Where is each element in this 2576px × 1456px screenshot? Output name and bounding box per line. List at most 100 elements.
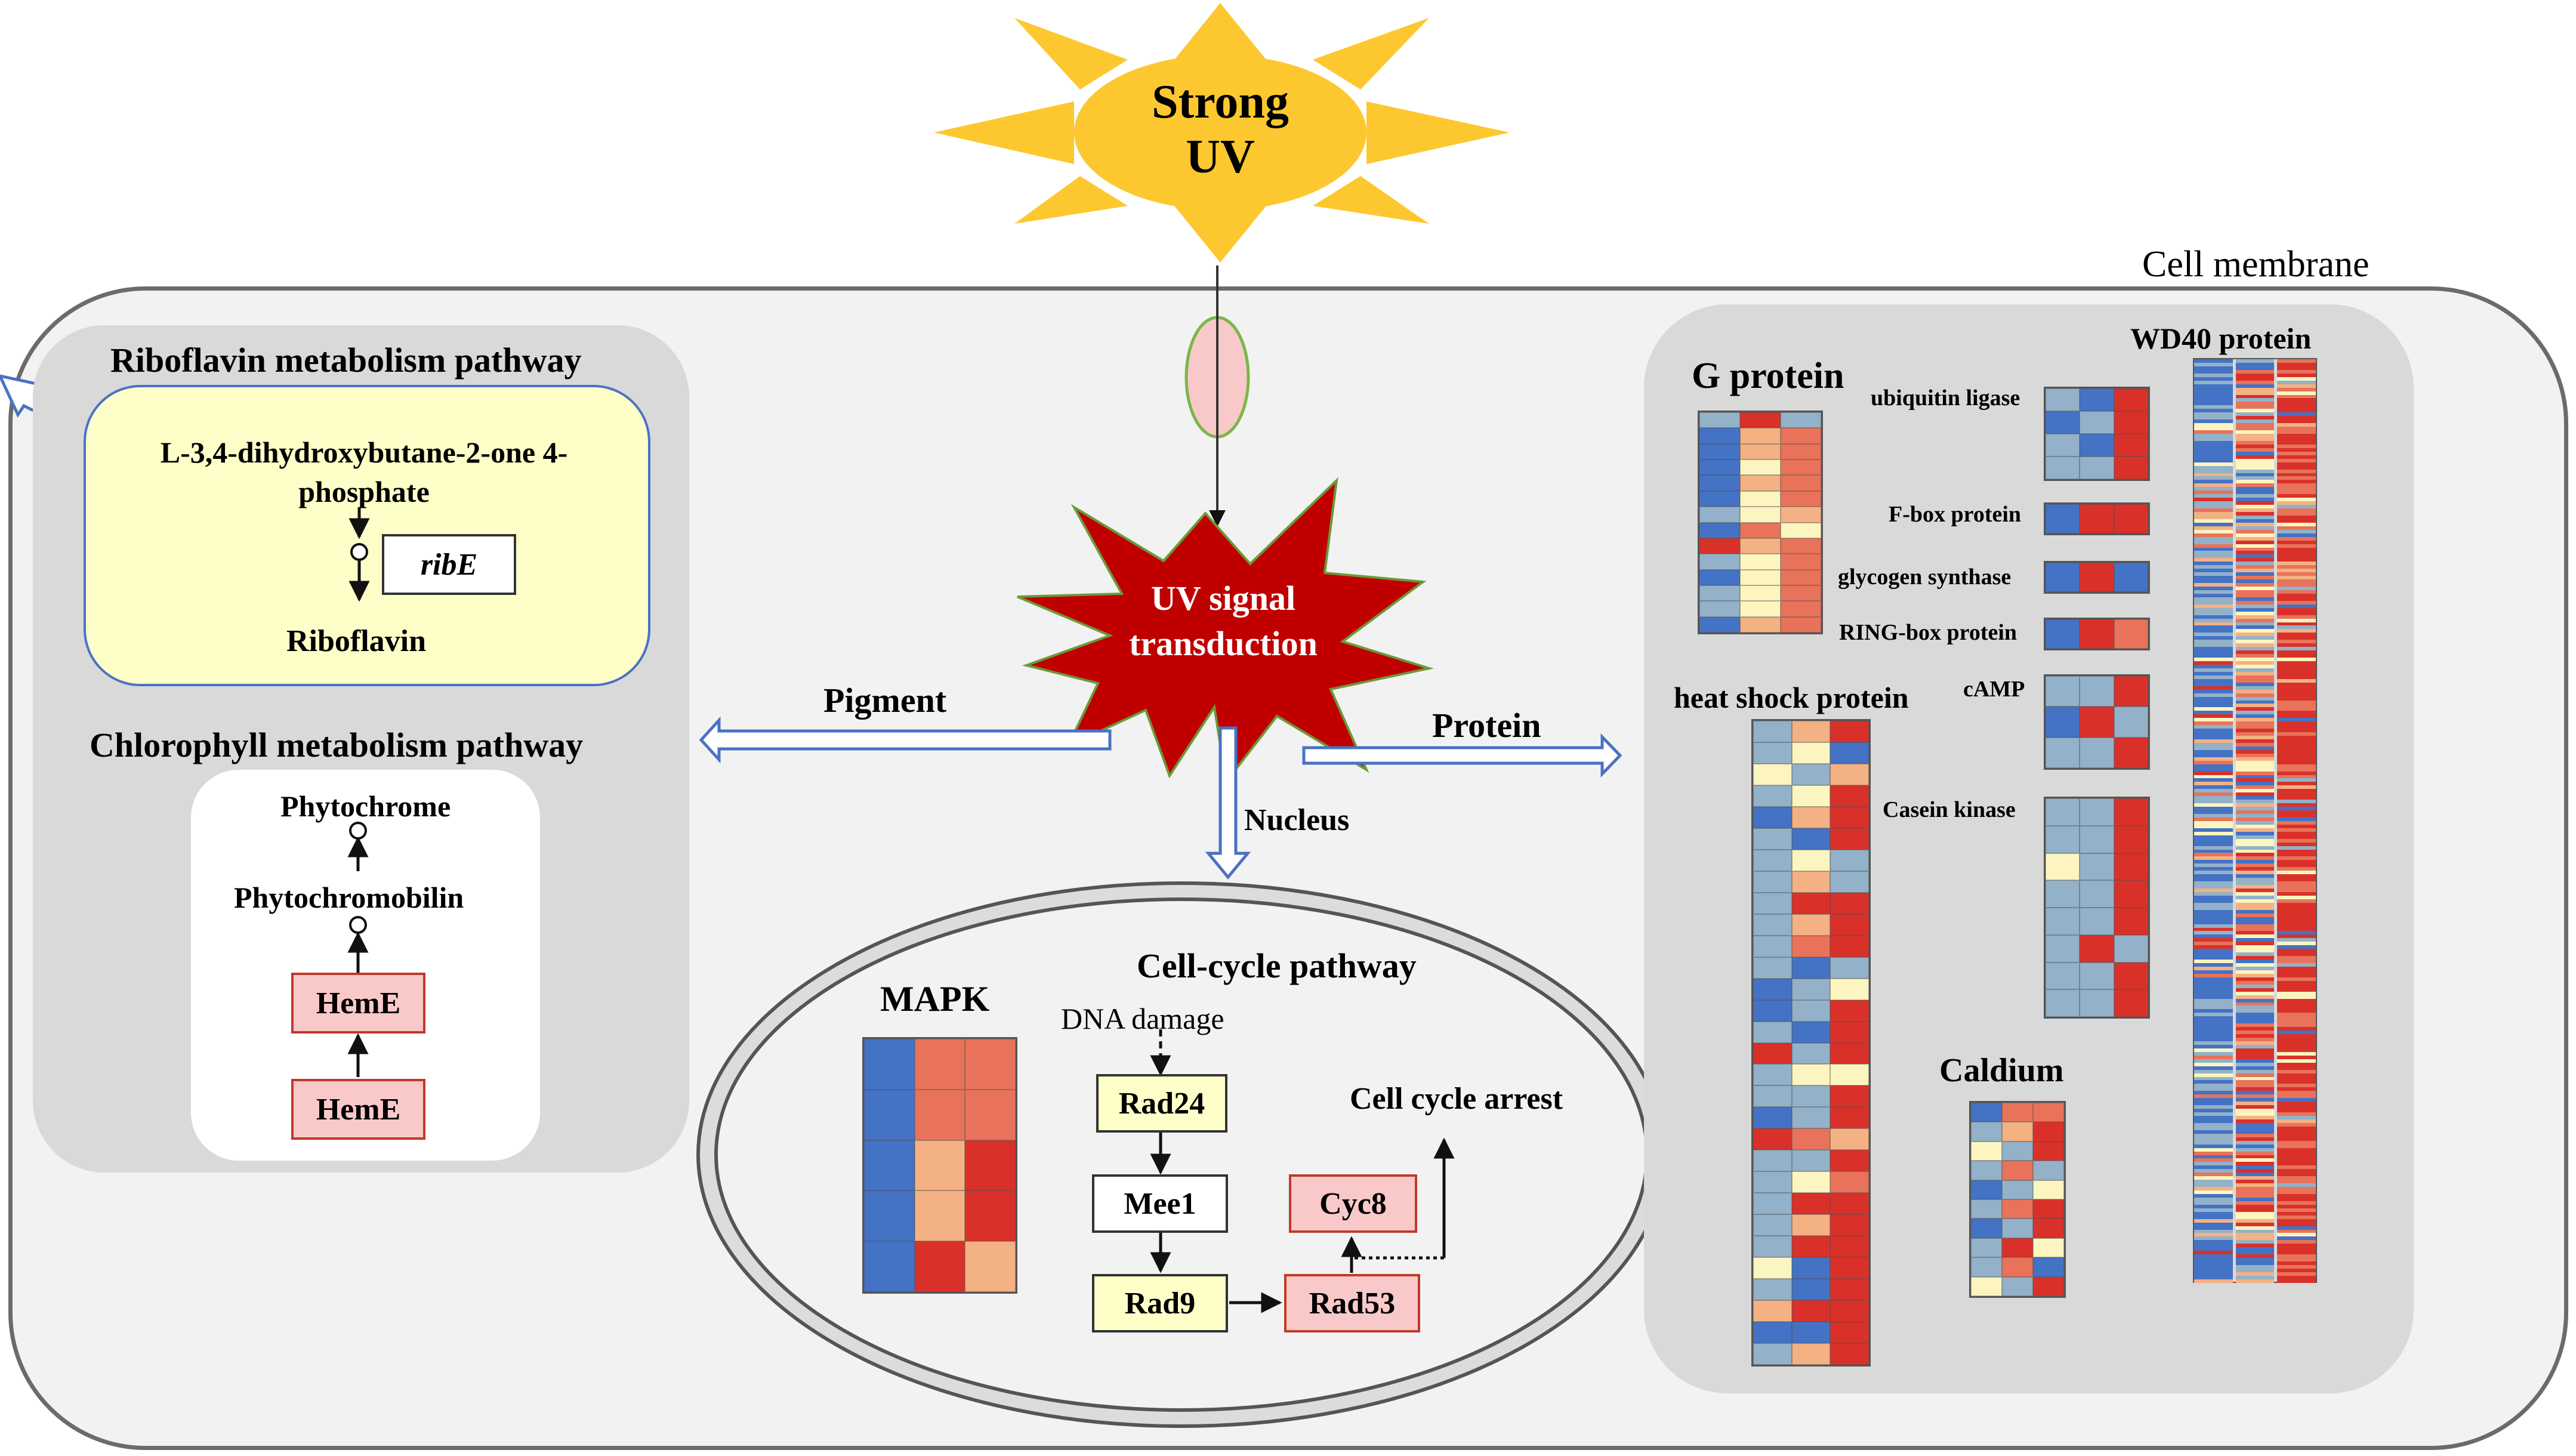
- heatmap-cell: [2277, 810, 2316, 814]
- heatmap-cell: [2235, 963, 2275, 967]
- heatmap-cell: [2194, 1251, 2233, 1255]
- heatmap-cell: [2080, 504, 2114, 533]
- heatmap-cell: [2235, 782, 2275, 786]
- heatmap-cell: [2194, 522, 2233, 526]
- heatmap-cell: [2235, 569, 2275, 573]
- heatmap-cell: [2194, 1059, 2233, 1063]
- heatmap-cell: [1791, 978, 1831, 1000]
- heatmap-cell: [2235, 533, 2275, 537]
- heatmap-cell: [2194, 927, 2233, 931]
- heatmap-cell: [2235, 597, 2275, 601]
- heatmap-cell: [2194, 1112, 2233, 1116]
- cellcycle-title: Cell-cycle pathway: [1137, 946, 1417, 985]
- heatmap-cell: [2277, 526, 2316, 530]
- heatmap-cell: [2277, 1016, 2316, 1020]
- heatmap-cell: [2235, 945, 2275, 949]
- heatmap-cell: [2277, 1211, 2316, 1216]
- heatmap-cell: [2235, 998, 2275, 1002]
- heatmap-cell: [2235, 633, 2275, 637]
- signal-star-shape: [1017, 477, 1434, 785]
- heatmap-cell: [2194, 569, 2233, 573]
- heatmap-cell: [2235, 1240, 2275, 1244]
- heatmap-cell: [1699, 601, 1740, 617]
- heatmap-cell: [2235, 917, 2275, 921]
- heatmap-cell: [2235, 1279, 2275, 1283]
- heatmap-cell: [1781, 428, 1821, 444]
- heatmap-cell: [2235, 593, 2275, 597]
- heatmap-cell: [2235, 562, 2275, 566]
- heatmap-cell: [2235, 526, 2275, 530]
- heatmap-cell: [2277, 838, 2316, 843]
- heatmap-cell: [2235, 487, 2275, 491]
- heatmap-cell: [2194, 1180, 2233, 1184]
- heatmap-cell: [2046, 456, 2080, 479]
- heatmap-cell: [2277, 419, 2316, 424]
- heatmap-cell: [2277, 1151, 2316, 1155]
- heatmap-cell: [2194, 416, 2233, 420]
- heatmap-cell: [2235, 1144, 2275, 1148]
- heatmap-cell: [2235, 746, 2275, 750]
- heatmap-cell: [2235, 1062, 2275, 1066]
- heatmap-cell: [2033, 1238, 2064, 1258]
- heatmap-cell: [1791, 935, 1831, 957]
- heatmap-cell: [2194, 1137, 2233, 1141]
- heatmap-cell: [2277, 483, 2316, 488]
- heatmap-cell: [2235, 491, 2275, 495]
- heatmap-cell: [2277, 902, 2316, 906]
- heatmap-cell: [2194, 618, 2233, 622]
- heatmap-cell: [2194, 853, 2233, 857]
- heatmap-cell: [2277, 1048, 2316, 1052]
- heatmap-cell: [1753, 978, 1792, 1000]
- heatmap-cell: [2235, 551, 2275, 555]
- heatmap-cell: [2002, 1141, 2033, 1161]
- heatmap-cell: [2194, 387, 2233, 391]
- heatmap-cell: [2235, 895, 2275, 899]
- heatmap-cell: [2194, 775, 2233, 779]
- heatmap-cell: [2194, 1176, 2233, 1180]
- heatmap-cell: [2046, 934, 2080, 963]
- heatmap-cell: [2235, 448, 2275, 452]
- heatmap-cell: [2235, 1105, 2275, 1109]
- heat-shock-label: heat shock protein: [1674, 681, 1909, 714]
- heatmap-cell: [2235, 1158, 2275, 1162]
- heatmap-cell: [1753, 1257, 1792, 1279]
- heatmap-cell: [2194, 707, 2233, 711]
- heatmap-cell: [1971, 1276, 2002, 1296]
- heatmap-cell: [1791, 1279, 1831, 1301]
- heatmap-cell: [1699, 475, 1740, 491]
- heatmap-cell: [2277, 1013, 2316, 1017]
- heatmap-cell: [2194, 1076, 2233, 1081]
- heatmap-cell: [2235, 732, 2275, 736]
- heatmap-cell: [2277, 451, 2316, 455]
- heatmap-cell: [2235, 749, 2275, 754]
- camp-heatmap: [2044, 674, 2150, 770]
- heatmap-cell: [2194, 607, 2233, 612]
- heatmap-cell: [2277, 558, 2316, 562]
- heatmap-cell: [2277, 1009, 2316, 1013]
- heatmap-cell: [2235, 1084, 2275, 1088]
- heatmap-cell: [2235, 1201, 2275, 1205]
- signal-label-line1: UV signal: [1150, 579, 1296, 618]
- heatmap-cell: [2194, 498, 2233, 502]
- heatmap-cell: [2235, 508, 2275, 512]
- heatmap-cell: [2114, 563, 2148, 592]
- heatmap-cell: [1971, 1122, 2002, 1142]
- heatmap-cell: [2194, 871, 2233, 875]
- heatmap-cell: [2277, 1254, 2316, 1258]
- heatmap-cell: [2277, 576, 2316, 580]
- heatmap-cell: [2235, 949, 2275, 953]
- heatmap-cell: [2194, 803, 2233, 807]
- heatmap-cell: [2194, 1034, 2233, 1038]
- heatmap-cell: [2194, 1151, 2233, 1155]
- heatmap-cell: [2277, 984, 2316, 988]
- heatmap-cell: [2194, 636, 2233, 640]
- heatmap-cell: [2277, 707, 2316, 711]
- heatmap-cell: [2194, 980, 2233, 985]
- heatmap-cell: [2277, 942, 2316, 946]
- heatmap-cell: [2194, 970, 2233, 974]
- heatmap-cell: [1971, 1180, 2002, 1199]
- heatmap-cell: [2194, 704, 2233, 708]
- heatmap-cell: [2235, 558, 2275, 562]
- heatmap-cell: [2194, 899, 2233, 903]
- heatmap-cell: [2194, 1173, 2233, 1177]
